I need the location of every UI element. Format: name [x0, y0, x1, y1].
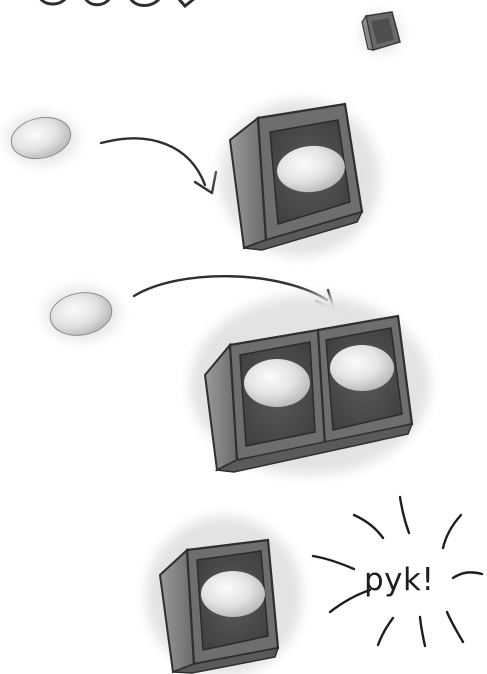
egg-box-double — [190, 295, 430, 475]
row-double-box — [44, 274, 430, 475]
egg-box — [220, 100, 380, 256]
arrow — [99, 137, 207, 187]
egg-box — [146, 516, 302, 674]
burst-lines — [311, 495, 484, 648]
burst-text: pyk! — [364, 562, 434, 598]
small-cube — [361, 11, 401, 53]
egg — [44, 287, 120, 341]
arrow — [132, 274, 329, 302]
row-single-box — [6, 100, 380, 256]
top-scribble — [39, 0, 195, 9]
row-broken: pyk! — [146, 495, 484, 674]
egg — [6, 113, 78, 165]
arrow-head — [193, 170, 218, 195]
